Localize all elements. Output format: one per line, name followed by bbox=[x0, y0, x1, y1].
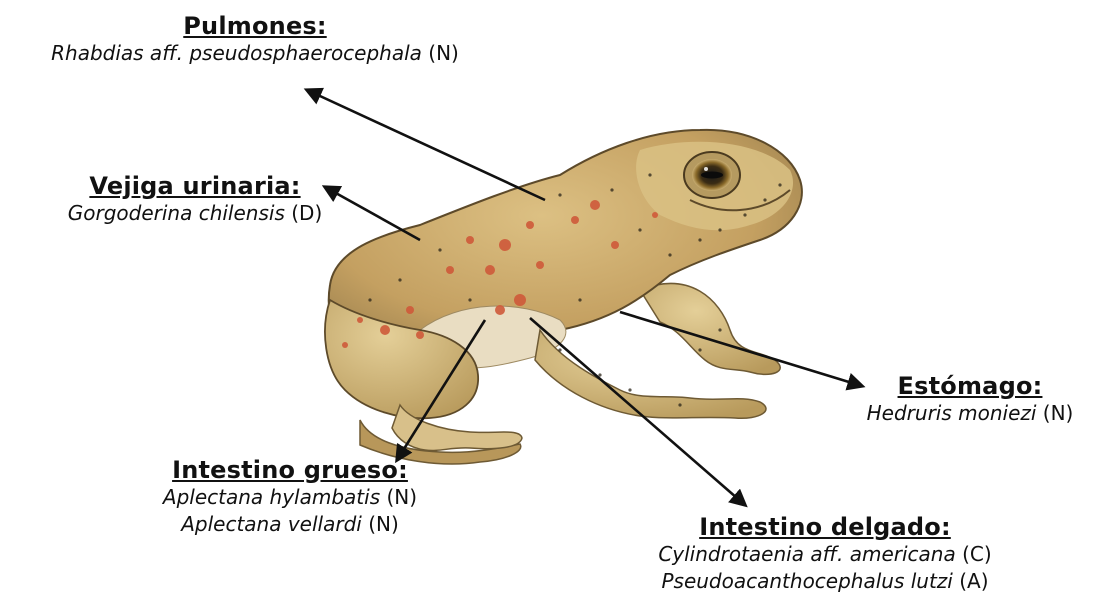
parasite-name: Gorgoderina chilensis bbox=[68, 201, 285, 225]
parasite-code: (A) bbox=[959, 569, 988, 593]
parasite-name: Aplectana vellardi bbox=[181, 512, 362, 536]
parasite-name: Cylindrotaenia aff. americana bbox=[658, 542, 955, 566]
parasite-line: Aplectana hylambatis (N) bbox=[140, 484, 440, 511]
label-estomago: Estómago: Hedruris moniezi (N) bbox=[850, 372, 1090, 427]
parasite-code: (D) bbox=[291, 201, 322, 225]
parasite-line: Cylindrotaenia aff. americana (C) bbox=[600, 541, 1050, 568]
label-intestino-grueso: Intestino grueso: Aplectana hylambatis (… bbox=[140, 456, 440, 538]
toad-eye bbox=[684, 152, 740, 198]
parasite-name: Hedruris moniezi bbox=[867, 401, 1037, 425]
label-pulmones: Pulmones: Rhabdias aff. pseudosphaerocep… bbox=[20, 12, 490, 67]
organ-title: Estómago: bbox=[850, 372, 1090, 400]
organ-title: Vejiga urinaria: bbox=[30, 172, 360, 200]
parasite-code: (C) bbox=[962, 542, 992, 566]
parasite-name: Rhabdias aff. pseudosphaerocephala bbox=[51, 41, 422, 65]
organ-title: Pulmones: bbox=[20, 12, 490, 40]
parasite-code: (N) bbox=[368, 512, 399, 536]
parasite-line: Aplectana vellardi (N) bbox=[140, 511, 440, 538]
arrow-estomago bbox=[620, 312, 862, 386]
parasite-code: (N) bbox=[1043, 401, 1074, 425]
parasite-name: Pseudoacanthocephalus lutzi bbox=[661, 569, 952, 593]
toad-body bbox=[325, 130, 802, 464]
parasite-line: Rhabdias aff. pseudosphaerocephala (N) bbox=[20, 40, 490, 67]
organ-title: Intestino grueso: bbox=[140, 456, 440, 484]
organ-title: Intestino delgado: bbox=[600, 513, 1050, 541]
label-intestino-delgado: Intestino delgado: Cylindrotaenia aff. a… bbox=[600, 513, 1050, 595]
parasite-code: (N) bbox=[386, 485, 417, 509]
parasite-line: Pseudoacanthocephalus lutzi (A) bbox=[600, 568, 1050, 595]
label-vejiga-urinaria: Vejiga urinaria: Gorgoderina chilensis (… bbox=[30, 172, 360, 227]
parasite-line: Hedruris moniezi (N) bbox=[850, 400, 1090, 427]
parasite-code: (N) bbox=[428, 41, 459, 65]
parasite-name: Aplectana hylambatis bbox=[163, 485, 380, 509]
parasite-line: Gorgoderina chilensis (D) bbox=[30, 200, 360, 227]
